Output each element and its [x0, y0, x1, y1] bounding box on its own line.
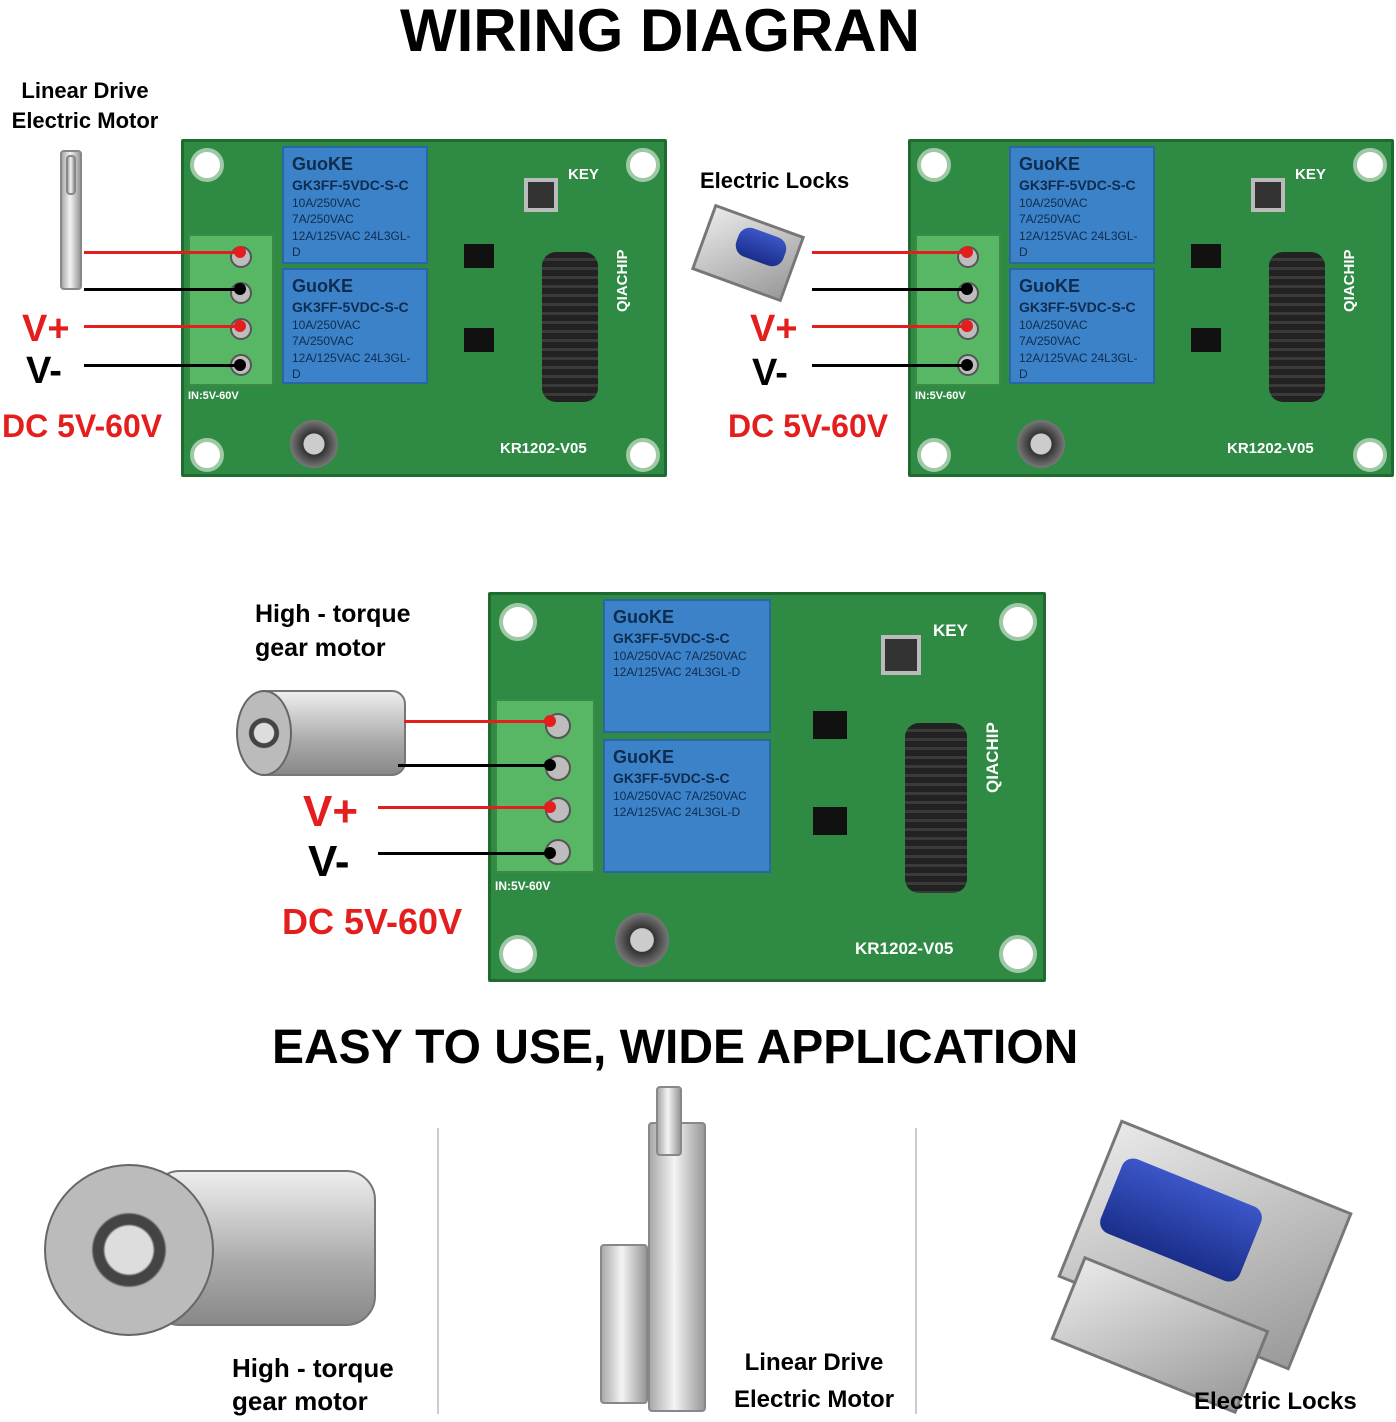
key-label: KEY	[933, 621, 968, 640]
vminus-label-1: V-	[26, 350, 62, 392]
key-button	[1251, 178, 1285, 212]
gear-motor-image-cap	[44, 1164, 214, 1336]
vplus-label-3: V+	[303, 787, 359, 836]
app-gear-motor-label: High - torque gear motor	[232, 1353, 394, 1416]
input-label: IN:5V-60V	[495, 879, 551, 893]
board-id: KR1202-V05	[855, 939, 954, 958]
qiachip-label: QIACHIP	[614, 249, 631, 312]
electric-locks-label: Electric Locks	[700, 168, 850, 193]
key-label: KEY	[1295, 166, 1326, 183]
linear-actuator-image	[648, 1122, 706, 1412]
qiachip-label: QIACHIP	[983, 722, 1002, 793]
terminal-block	[915, 234, 1001, 386]
linear-motor-label: Linear Drive Electric Motor	[11, 78, 159, 133]
wiring-diagram-title: WIRING DIAGRAN	[400, 0, 920, 64]
linear-actuator-icon	[60, 150, 82, 290]
qiachip-label: QIACHIP	[1341, 249, 1358, 312]
gear-motor-cap	[236, 690, 292, 776]
dc-range-label-1: DC 5V-60V	[2, 408, 163, 444]
key-label: KEY	[568, 166, 599, 183]
divider-2	[915, 1128, 917, 1414]
dc-range-label-2: DC 5V-60V	[728, 408, 889, 444]
easy-to-use-title: EASY TO USE, WIDE APPLICATION	[272, 1021, 1079, 1074]
vplus-label-1: V+	[22, 308, 70, 350]
antenna-coil	[1269, 252, 1325, 402]
vminus-label-3: V-	[308, 837, 350, 886]
vminus-label-2: V-	[752, 352, 788, 394]
board-id: KR1202-V05	[500, 440, 587, 457]
dc-range-label-3: DC 5V-60V	[282, 901, 463, 942]
input-label: IN:5V-60V	[188, 390, 239, 402]
vplus-label-2: V+	[750, 308, 798, 350]
linear-actuator-image-rod	[656, 1086, 682, 1156]
antenna-coil	[905, 723, 967, 893]
app-electric-locks-label: Electric Locks	[1194, 1388, 1357, 1415]
key-button	[881, 635, 921, 675]
gear-motor-label: High - torque gear motor	[255, 600, 411, 662]
input-label: IN:5V-60V	[915, 390, 966, 402]
app-linear-motor-label: Linear Drive Electric Motor	[734, 1349, 895, 1414]
linear-actuator-rod	[66, 155, 76, 195]
antenna-coil	[542, 252, 598, 402]
linear-actuator-image-motor	[600, 1244, 648, 1404]
key-button	[524, 178, 558, 212]
board-id: KR1202-V05	[1227, 440, 1314, 457]
divider-1	[437, 1128, 439, 1414]
